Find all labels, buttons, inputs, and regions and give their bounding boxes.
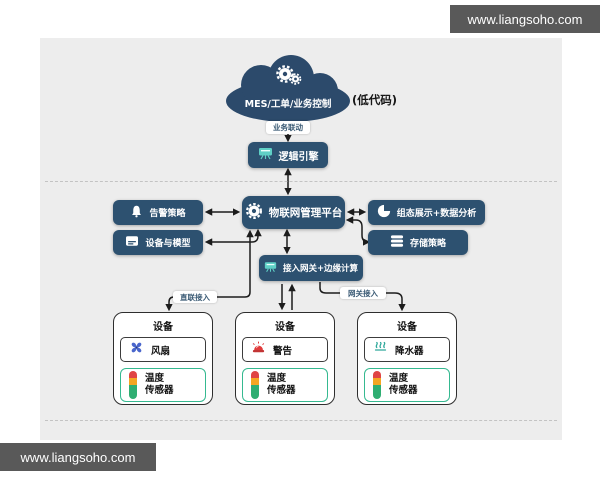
node-alarm-policy: 告警策略 xyxy=(113,200,203,225)
alarm-icon xyxy=(251,340,266,359)
sensor-box: 温度 传感器 xyxy=(120,368,206,402)
node-label: 接入网关+边缘计算 xyxy=(282,264,359,274)
sensor-bar-icon xyxy=(129,371,137,399)
fan-icon xyxy=(129,340,144,359)
sensor-box: 温度 传感器 xyxy=(242,368,328,402)
node-device-model: 设备与模型 xyxy=(113,230,203,255)
sensor-bar-icon xyxy=(373,371,381,399)
node-label: 设备与模型 xyxy=(145,239,191,249)
lowcode-note: (低代码) xyxy=(352,93,398,107)
link-label-business: 业务联动 xyxy=(266,121,310,134)
dashed-divider-bottom xyxy=(45,420,557,421)
node-gateway: 接入网关+边缘计算 xyxy=(259,255,363,281)
actuator-label: 降水器 xyxy=(395,345,424,357)
device-card-icon xyxy=(125,235,139,250)
cloud-label: MES/工单/业务控制 xyxy=(244,99,332,110)
actuator-label: 警告 xyxy=(273,345,293,357)
watermark-top: www.liangsoho.com xyxy=(450,5,600,33)
actuator-label: 风扇 xyxy=(151,345,171,357)
steam-icon xyxy=(373,340,388,359)
device-card-alarm: 设备 警告 温度 传感器 xyxy=(235,312,335,405)
device-card-fan: 设备 风扇 温度 传感器 xyxy=(113,312,213,405)
device-title: 设备 xyxy=(153,322,173,333)
cloud-shape xyxy=(223,54,353,124)
sensor-label: 温度 传感器 xyxy=(145,373,174,396)
actuator-box: 风扇 xyxy=(120,337,206,362)
database-icon xyxy=(390,234,404,251)
node-label: 组态展示+数据分析 xyxy=(396,209,477,219)
link-label-direct: 直联接入 xyxy=(173,291,217,303)
watermark-bottom: www.liangsoho.com xyxy=(0,443,156,471)
device-title: 设备 xyxy=(275,322,295,333)
device-title: 设备 xyxy=(397,322,417,333)
node-logic-engine: 逻辑引擎 xyxy=(248,142,328,168)
link-label-gateway: 网关接入 xyxy=(340,287,386,299)
sensor-bar-icon xyxy=(251,371,259,399)
sensor-label: 温度 传感器 xyxy=(389,373,418,396)
node-label: 告警策略 xyxy=(149,209,186,219)
sensor-box: 温度 传感器 xyxy=(364,368,450,402)
screen-icon xyxy=(264,261,277,276)
actuator-box: 降水器 xyxy=(364,337,450,362)
sensor-label: 温度 传感器 xyxy=(267,373,296,396)
node-visualization: 组态展示+数据分析 xyxy=(368,200,485,225)
actuator-box: 警告 xyxy=(242,337,328,362)
bell-icon xyxy=(130,204,143,221)
node-iot-platform: 物联网管理平台 xyxy=(242,196,345,229)
node-label: 存储策略 xyxy=(409,239,446,249)
device-card-sprinkler: 设备 降水器 温度 传感器 xyxy=(357,312,457,405)
gear-icon xyxy=(245,202,263,223)
node-storage-policy: 存储策略 xyxy=(368,230,468,255)
node-label: 逻辑引擎 xyxy=(278,151,319,163)
pie-chart-icon xyxy=(377,204,391,221)
dashed-divider-top xyxy=(45,181,557,182)
screen-icon xyxy=(258,147,273,163)
gears-icon xyxy=(272,62,304,92)
node-label: 物联网管理平台 xyxy=(268,207,343,219)
